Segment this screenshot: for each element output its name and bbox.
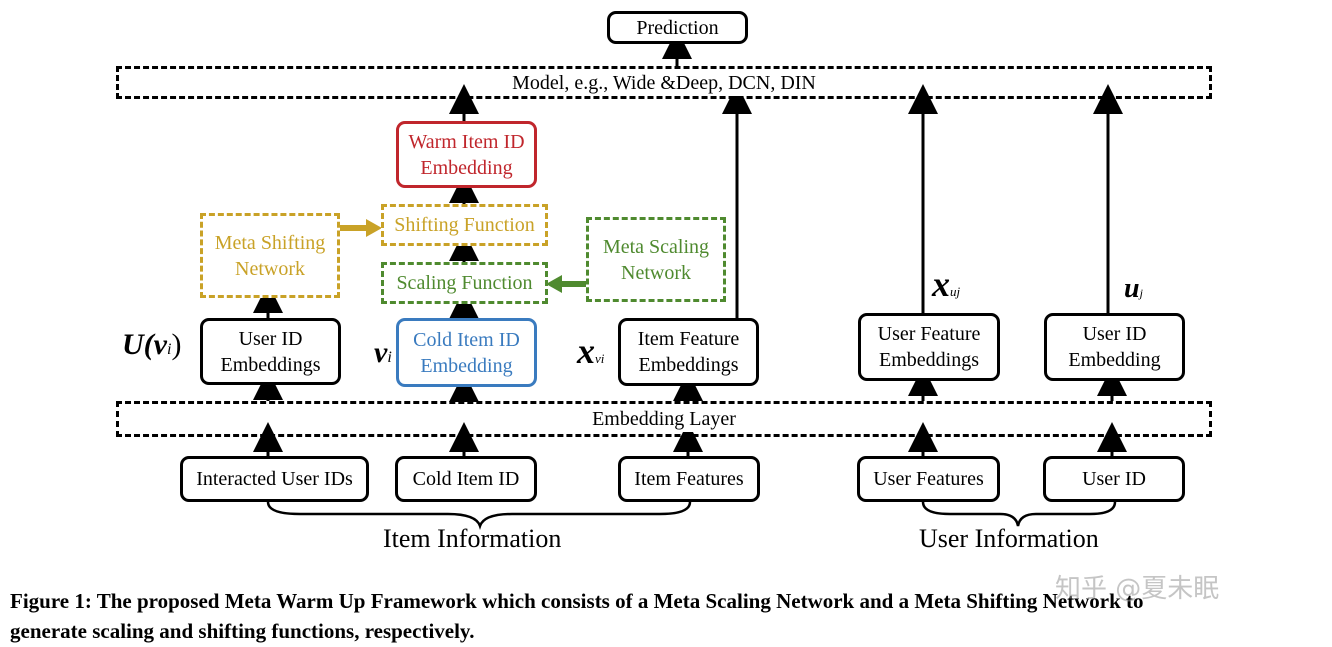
meta-scaling-label-1: Meta Scaling <box>602 235 710 258</box>
uj-main: u <box>1124 273 1140 304</box>
user-id-box: User ID <box>1043 456 1185 502</box>
warm-item-embedding-box: Warm Item ID Embedding <box>396 121 537 188</box>
prediction-box: Prediction <box>607 11 748 44</box>
x-uj-sub: uj <box>950 284 961 299</box>
user-id-embedding-right-box: User ID Embedding <box>1044 313 1185 381</box>
item-feature-emb-label-2: Embeddings <box>638 354 739 376</box>
user-id-embeddings-box: User ID Embeddings <box>200 318 341 385</box>
model-label: Model, e.g., Wide &Deep, DCN, DIN <box>508 69 820 96</box>
uj-symbol: uj <box>1124 273 1143 305</box>
embedding-layer-label: Embedding Layer <box>588 406 740 432</box>
item-feature-embeddings-box: Item Feature Embeddings <box>618 318 759 386</box>
x-vi-symbol: xvi <box>577 330 604 372</box>
user-feature-embeddings-box: User Feature Embeddings <box>858 313 1000 381</box>
shifting-function-label: Shifting Function <box>394 214 535 236</box>
user-id-emb-label-2: Embeddings <box>220 353 321 376</box>
user-id-emb-label-1: User ID <box>238 327 303 350</box>
user-id-emb-right-label-1: User ID <box>1082 323 1147 345</box>
user-information-label: User Information <box>919 524 1099 553</box>
embedding-layer-box: Embedding Layer <box>116 401 1212 437</box>
uj-sub: j <box>1139 286 1143 300</box>
u-vi-sub: i <box>166 341 172 358</box>
meta-scaling-label-2: Network <box>621 261 691 284</box>
meta-scaling-network-box: Meta Scaling Network <box>586 217 726 302</box>
interacted-user-ids-label: Interacted User IDs <box>196 468 353 490</box>
user-feature-emb-label-1: User Feature <box>877 323 981 345</box>
meta-shifting-label-1: Meta Shifting <box>214 231 326 254</box>
x-vi-sub: vi <box>595 351 605 366</box>
cold-item-label-1: Cold Item ID <box>413 328 520 351</box>
warm-item-label-1: Warm Item ID <box>408 130 525 153</box>
vi-symbol: vi <box>374 336 392 370</box>
meta-shifting-label-2: Network <box>235 257 305 280</box>
figure-caption: Figure 1: The proposed Meta Warm Up Fram… <box>10 586 1330 646</box>
scaling-function-box: Scaling Function <box>381 262 548 304</box>
cold-item-id-box: Cold Item ID <box>395 456 537 502</box>
user-feature-emb-label-2: Embeddings <box>879 349 979 371</box>
caption-line-1: Figure 1: The proposed Meta Warm Up Fram… <box>10 589 1144 613</box>
warm-item-label-2: Embedding <box>420 156 513 179</box>
user-information-brace <box>921 501 1117 527</box>
cold-item-id-label: Cold Item ID <box>412 468 520 490</box>
caption-line-2: generate scaling and shifting functions,… <box>10 619 475 643</box>
vi-sub: i <box>387 349 392 366</box>
cold-item-embedding-box: Cold Item ID Embedding <box>396 318 537 387</box>
user-features-box: User Features <box>857 456 1000 502</box>
cold-item-label-2: Embedding <box>420 354 513 377</box>
x-vi-main: x <box>577 331 595 371</box>
user-id-emb-right-label-2: Embedding <box>1068 349 1161 371</box>
user-features-label: User Features <box>873 468 984 490</box>
u-vi-symbol: U(vi) <box>122 328 181 362</box>
u-vi-main: U(v <box>122 328 167 361</box>
item-information-brace <box>266 501 692 530</box>
prediction-label: Prediction <box>636 16 719 39</box>
meta-shifting-network-box: Meta Shifting Network <box>200 213 340 298</box>
item-features-box: Item Features <box>618 456 760 502</box>
x-uj-symbol: xuj <box>932 263 960 305</box>
item-feature-emb-label-1: Item Feature <box>637 328 740 350</box>
x-uj-main: x <box>932 264 950 304</box>
watermark: 知乎 @夏未眠 <box>1055 574 1220 604</box>
model-box: Model, e.g., Wide &Deep, DCN, DIN <box>116 66 1212 99</box>
shifting-function-box: Shifting Function <box>381 204 548 246</box>
item-features-label: Item Features <box>634 468 744 490</box>
scaling-function-label: Scaling Function <box>396 272 533 294</box>
user-id-label: User ID <box>1082 468 1146 490</box>
vi-main: v <box>374 336 388 369</box>
u-vi-close: ) <box>171 328 182 361</box>
item-information-label: Item Information <box>383 524 562 553</box>
interacted-user-ids-box: Interacted User IDs <box>180 456 369 502</box>
